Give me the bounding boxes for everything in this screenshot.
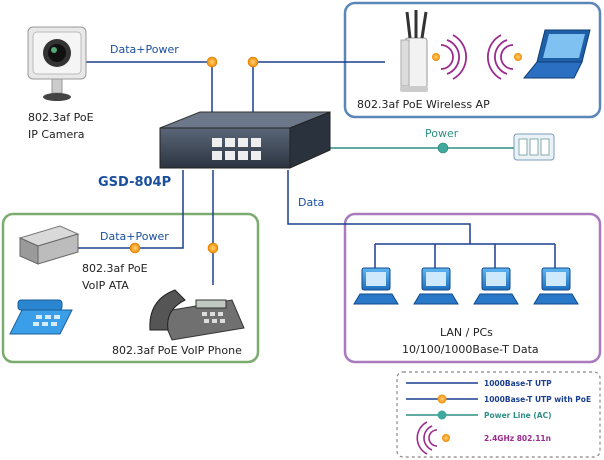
wifi-signal-ap-icon bbox=[440, 34, 467, 80]
pc-icon-2 bbox=[413, 267, 459, 305]
ata-label-line1: 802.3af PoE bbox=[82, 262, 148, 275]
poe-nodes bbox=[129, 56, 449, 254]
data-cable bbox=[287, 170, 471, 244]
legend-ac-label: Power Line (AC) bbox=[484, 411, 552, 420]
ap-cable bbox=[252, 61, 385, 120]
laptop-icon bbox=[522, 29, 591, 79]
pc-icon-3 bbox=[473, 267, 519, 305]
wireless-ap-group-box bbox=[343, 1, 602, 119]
legend-wifi-icon bbox=[416, 421, 438, 455]
camera-label-line1: 802.3af PoE bbox=[28, 111, 94, 124]
ac-node-power bbox=[437, 142, 449, 154]
lan-label-line1: LAN / PCs bbox=[440, 326, 493, 339]
ata-label-line2: VoIP ATA bbox=[82, 279, 129, 292]
phone-label: 802.3af PoE VoIP Phone bbox=[112, 344, 242, 357]
wireless-ap-icon bbox=[400, 10, 428, 92]
data-link-label: Data bbox=[298, 196, 324, 209]
legend-ac-node bbox=[437, 410, 447, 420]
wifi-signal-laptop-icon bbox=[487, 34, 514, 80]
cables bbox=[75, 61, 556, 285]
camera-label-line2: IP Camera bbox=[28, 128, 85, 141]
poe-node-phone bbox=[207, 242, 219, 254]
poe-node-camera bbox=[206, 56, 218, 68]
wifi-node-ap bbox=[432, 53, 440, 61]
poe-node-ata bbox=[129, 242, 141, 254]
legend-poe-label: 1000Base-T UTP with PoE bbox=[484, 395, 591, 404]
power-outlet-icon bbox=[513, 133, 555, 161]
voip-group-box bbox=[1, 212, 260, 364]
legend-wifi-label: 2.4GHz 802.11n bbox=[484, 434, 551, 443]
wifi-node-laptop bbox=[514, 53, 522, 61]
legend-utp-label: 1000Base-T UTP bbox=[484, 379, 552, 388]
camera-cable bbox=[85, 61, 213, 120]
lan-bus bbox=[374, 243, 556, 268]
poe-node-ap bbox=[247, 56, 259, 68]
lan-group-box bbox=[343, 212, 602, 364]
legend-box bbox=[396, 371, 601, 458]
blue-phone-icon bbox=[9, 299, 73, 335]
switch-model-label: GSD-804P bbox=[98, 175, 171, 190]
legend-poe-node bbox=[437, 394, 447, 404]
power-link-label: Power bbox=[425, 127, 459, 140]
voip-phone-icon bbox=[149, 289, 245, 341]
ata-cable bbox=[75, 170, 184, 249]
ip-camera-icon bbox=[27, 26, 87, 101]
voip-ata-icon bbox=[18, 225, 80, 265]
lan-label-line2: 10/100/1000Base-T Data bbox=[402, 343, 539, 356]
camera-link-label: Data+Power bbox=[110, 43, 179, 56]
legend-wifi-node bbox=[442, 434, 450, 442]
switch-icon bbox=[159, 111, 331, 169]
legend: 1000Base-T UTP 1000Base-T UTP with PoE P… bbox=[406, 379, 591, 455]
lan-pcs bbox=[353, 267, 579, 305]
wireless-ap-label: 802.3af PoE Wireless AP bbox=[357, 98, 490, 111]
pc-icon-4 bbox=[533, 267, 579, 305]
pc-icon-1 bbox=[353, 267, 399, 305]
ata-link-label: Data+Power bbox=[100, 230, 169, 243]
